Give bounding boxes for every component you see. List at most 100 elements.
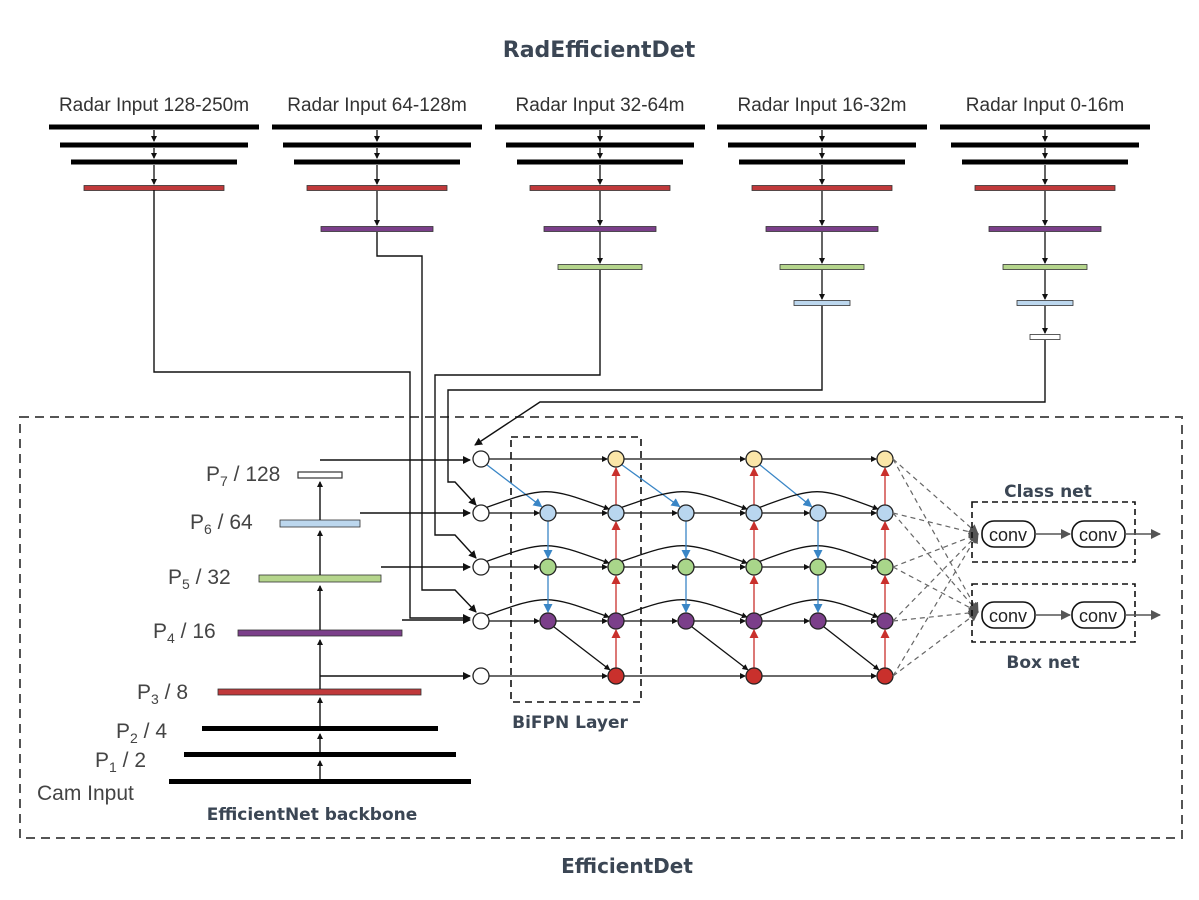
bifpn-node-mid-p6 <box>539 504 557 522</box>
bifpn-layer-label: BiFPN Layer <box>512 713 628 733</box>
pyramid-label-sub: 3 <box>151 691 159 707</box>
pyramid-label-sub: 1 <box>109 759 117 775</box>
bifpn-node-out-p7 <box>876 450 894 468</box>
radar-level-bar-3 <box>751 185 893 191</box>
head-fan-edge <box>892 566 979 613</box>
route-radar-5 <box>474 340 1046 446</box>
bifpn-skip-edge <box>486 491 610 511</box>
radar-conv-bar <box>49 124 259 130</box>
pyramid-label-p7: P7 / 128 <box>206 463 280 489</box>
class-conv-1-label: conv <box>989 525 1027 545</box>
pyramid-label-sub: 6 <box>204 521 212 537</box>
p1-bar <box>184 752 456 757</box>
head-fan-edge <box>892 458 979 613</box>
radar-conv-bar <box>506 142 694 148</box>
bifpn-skip-edge <box>759 599 879 619</box>
p7-bar <box>297 471 343 479</box>
pyramid-label-base: P <box>190 511 204 534</box>
cam-input-bar <box>169 779 471 784</box>
radar-conv-bar <box>272 124 482 130</box>
pyramid-label-suffix: / 4 <box>138 720 168 743</box>
route-radar-1 <box>153 190 471 622</box>
bifpn-node-mid-p4 <box>677 612 695 630</box>
bifpn-edge <box>759 464 813 508</box>
head-fan-edge <box>892 533 979 677</box>
radar-level-bar-5 <box>779 264 865 270</box>
box-conv-1-label: conv <box>989 606 1027 626</box>
pyramid-label-p5: P5 / 32 <box>168 566 231 592</box>
radar-conv-bar <box>962 159 1128 165</box>
head-fan-edge <box>892 611 979 677</box>
class-conv-2-label: conv <box>1079 525 1117 545</box>
box-net-frame <box>971 583 1136 643</box>
radar-conv-bar <box>951 142 1139 148</box>
bifpn-skip-edge <box>621 491 748 511</box>
radar-input-2: Radar Input 64-128m <box>272 95 482 232</box>
efficientdet-frame <box>19 416 1183 839</box>
bifpn-skip-edge <box>759 545 879 565</box>
backbone-label: EfficientNet backbone <box>207 805 418 825</box>
pyramid-label-suffix: / 16 <box>175 620 216 643</box>
class-net-frame <box>971 501 1136 563</box>
diagram-title: RadEfficientDet <box>503 38 696 63</box>
head-fan-edge <box>892 512 979 613</box>
bifpn-node-out-p5 <box>607 558 625 576</box>
radar-routes <box>153 190 1046 622</box>
pyramid-label-suffix: / 128 <box>228 463 281 486</box>
pyramid-label-p1: P1 / 2 <box>95 749 146 775</box>
p2-bar <box>202 726 438 731</box>
bifpn-node-mid-p5 <box>677 558 695 576</box>
bifpn-node-out-p3 <box>745 667 763 685</box>
bifpn-edges <box>486 456 890 679</box>
route-radar-3 <box>434 270 601 559</box>
bifpn-edge <box>621 464 681 508</box>
head-fan-edge <box>892 458 979 535</box>
box-net: conv conv <box>981 601 1161 629</box>
pyramid-label-p2: P2 / 4 <box>116 720 167 746</box>
pyramid-label-sub: 2 <box>130 730 138 746</box>
radar-conv-bar <box>294 159 460 165</box>
bifpn-node-input-p6 <box>472 504 490 522</box>
bifpn-node-mid-p4 <box>539 612 557 630</box>
bifpn-node-out-p4 <box>745 612 763 630</box>
route-radar-4 <box>447 306 823 506</box>
pyramid-label-base: P <box>116 720 130 743</box>
head-fan-edge <box>892 512 979 537</box>
bifpn-layer-frame <box>510 436 642 703</box>
p5-bar <box>258 574 382 583</box>
radar-conv-bar <box>71 159 237 165</box>
radar-conv-bar <box>717 124 927 130</box>
bifpn-node-out-p7 <box>607 450 625 468</box>
bifpn-node-out-p5 <box>745 558 763 576</box>
radar-input-label: Radar Input 16-32m <box>738 95 907 116</box>
pyramid-label-base: P <box>137 681 151 704</box>
bifpn-node-out-p4 <box>607 612 625 630</box>
head-fan-edge <box>892 607 979 622</box>
pyramid-label-suffix: / 64 <box>212 511 253 534</box>
radar-conv-bar <box>728 142 916 148</box>
bifpn-node-out-p6 <box>607 504 625 522</box>
pyramid-label-sub: 4 <box>167 630 175 646</box>
pyramid-label-base: P <box>95 749 109 772</box>
bifpn-node-input-p3 <box>472 667 490 685</box>
pyramid-label-p3: P3 / 8 <box>137 681 188 707</box>
radar-input-3: Radar Input 32-64m <box>495 95 705 270</box>
radar-conv-bar <box>739 159 905 165</box>
radar-level-bar-4 <box>988 226 1102 232</box>
radar-input-1: Radar Input 128-250m <box>49 95 259 191</box>
bifpn-node-out-p6 <box>745 504 763 522</box>
bifpn-node-out-p7 <box>745 450 763 468</box>
bifpn-node-out-p4 <box>876 612 894 630</box>
radar-conv-bar <box>495 124 705 130</box>
p6-bar <box>279 519 361 528</box>
bifpn-node-mid-p6 <box>809 504 827 522</box>
class-net-label: Class net <box>1004 482 1092 502</box>
bifpn-node-mid-p4 <box>809 612 827 630</box>
radar-input-4: Radar Input 16-32m <box>717 95 927 306</box>
bifpn-skip-edge <box>621 599 748 619</box>
pyramid-label-p6: P6 / 64 <box>190 511 253 537</box>
radar-level-bar-4 <box>543 226 657 232</box>
